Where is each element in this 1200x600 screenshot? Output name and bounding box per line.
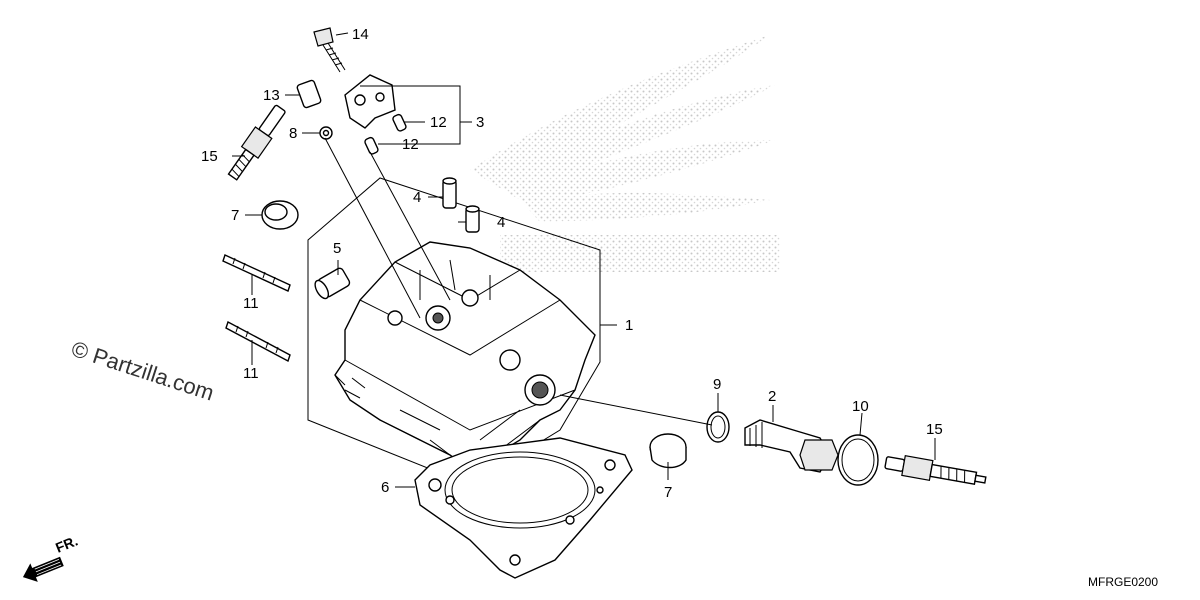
callout-15a: 15 xyxy=(201,148,218,165)
bolt xyxy=(313,27,346,73)
part-holder xyxy=(344,74,396,129)
callout-5: 5 xyxy=(333,240,341,257)
washer xyxy=(319,126,333,140)
tube xyxy=(314,267,351,300)
dowel-pin-upper xyxy=(442,177,457,209)
assembly-outline xyxy=(307,177,601,486)
stud-bolt-upper xyxy=(222,254,291,292)
callout-labels: 14 13 8 12 12 3 15 7 4 4 5 11 11 1 6 7 9… xyxy=(201,26,943,501)
callout-11a: 11 xyxy=(243,295,259,312)
callout-13: 13 xyxy=(263,87,280,104)
callout-15b: 15 xyxy=(926,421,943,438)
dowel-pin xyxy=(364,113,407,155)
callout-9: 9 xyxy=(713,376,721,393)
leader-lines xyxy=(232,32,936,488)
dowel-pin-lower xyxy=(465,205,480,233)
callout-10: 10 xyxy=(852,398,869,415)
head-gasket xyxy=(414,437,633,579)
callout-7a: 7 xyxy=(231,207,239,224)
diagram-code: MFRGE0200 xyxy=(1088,575,1158,589)
callout-11b: 11 xyxy=(243,365,259,382)
callout-4b: 4 xyxy=(497,214,505,231)
callout-2: 2 xyxy=(768,388,776,405)
collar xyxy=(296,79,322,109)
spark-plug-left xyxy=(227,104,286,181)
callout-12a: 12 xyxy=(430,114,447,131)
o-ring-small xyxy=(706,411,730,443)
callout-6: 6 xyxy=(381,479,389,496)
stud-bolt-lower xyxy=(225,320,291,363)
front-arrow-icon xyxy=(22,556,64,582)
o-ring-large xyxy=(837,434,879,486)
rubber-plug xyxy=(261,200,299,230)
callout-1: 1 xyxy=(625,317,633,334)
wing-logo-icon xyxy=(470,35,780,272)
plug-cap xyxy=(649,433,687,469)
callout-12b: 12 xyxy=(402,136,419,153)
spark-plug-right xyxy=(884,455,987,485)
watermark-text: © Partzilla.com xyxy=(68,336,217,406)
callout-7b: 7 xyxy=(664,484,672,501)
callout-4a: 4 xyxy=(413,189,421,206)
callout-14: 14 xyxy=(352,26,369,43)
front-marker-label: FR. xyxy=(53,532,80,555)
cylinder-head xyxy=(334,241,596,471)
callout-3: 3 xyxy=(476,114,484,131)
spark-plug-sleeve xyxy=(744,419,839,473)
callout-8: 8 xyxy=(289,125,297,142)
